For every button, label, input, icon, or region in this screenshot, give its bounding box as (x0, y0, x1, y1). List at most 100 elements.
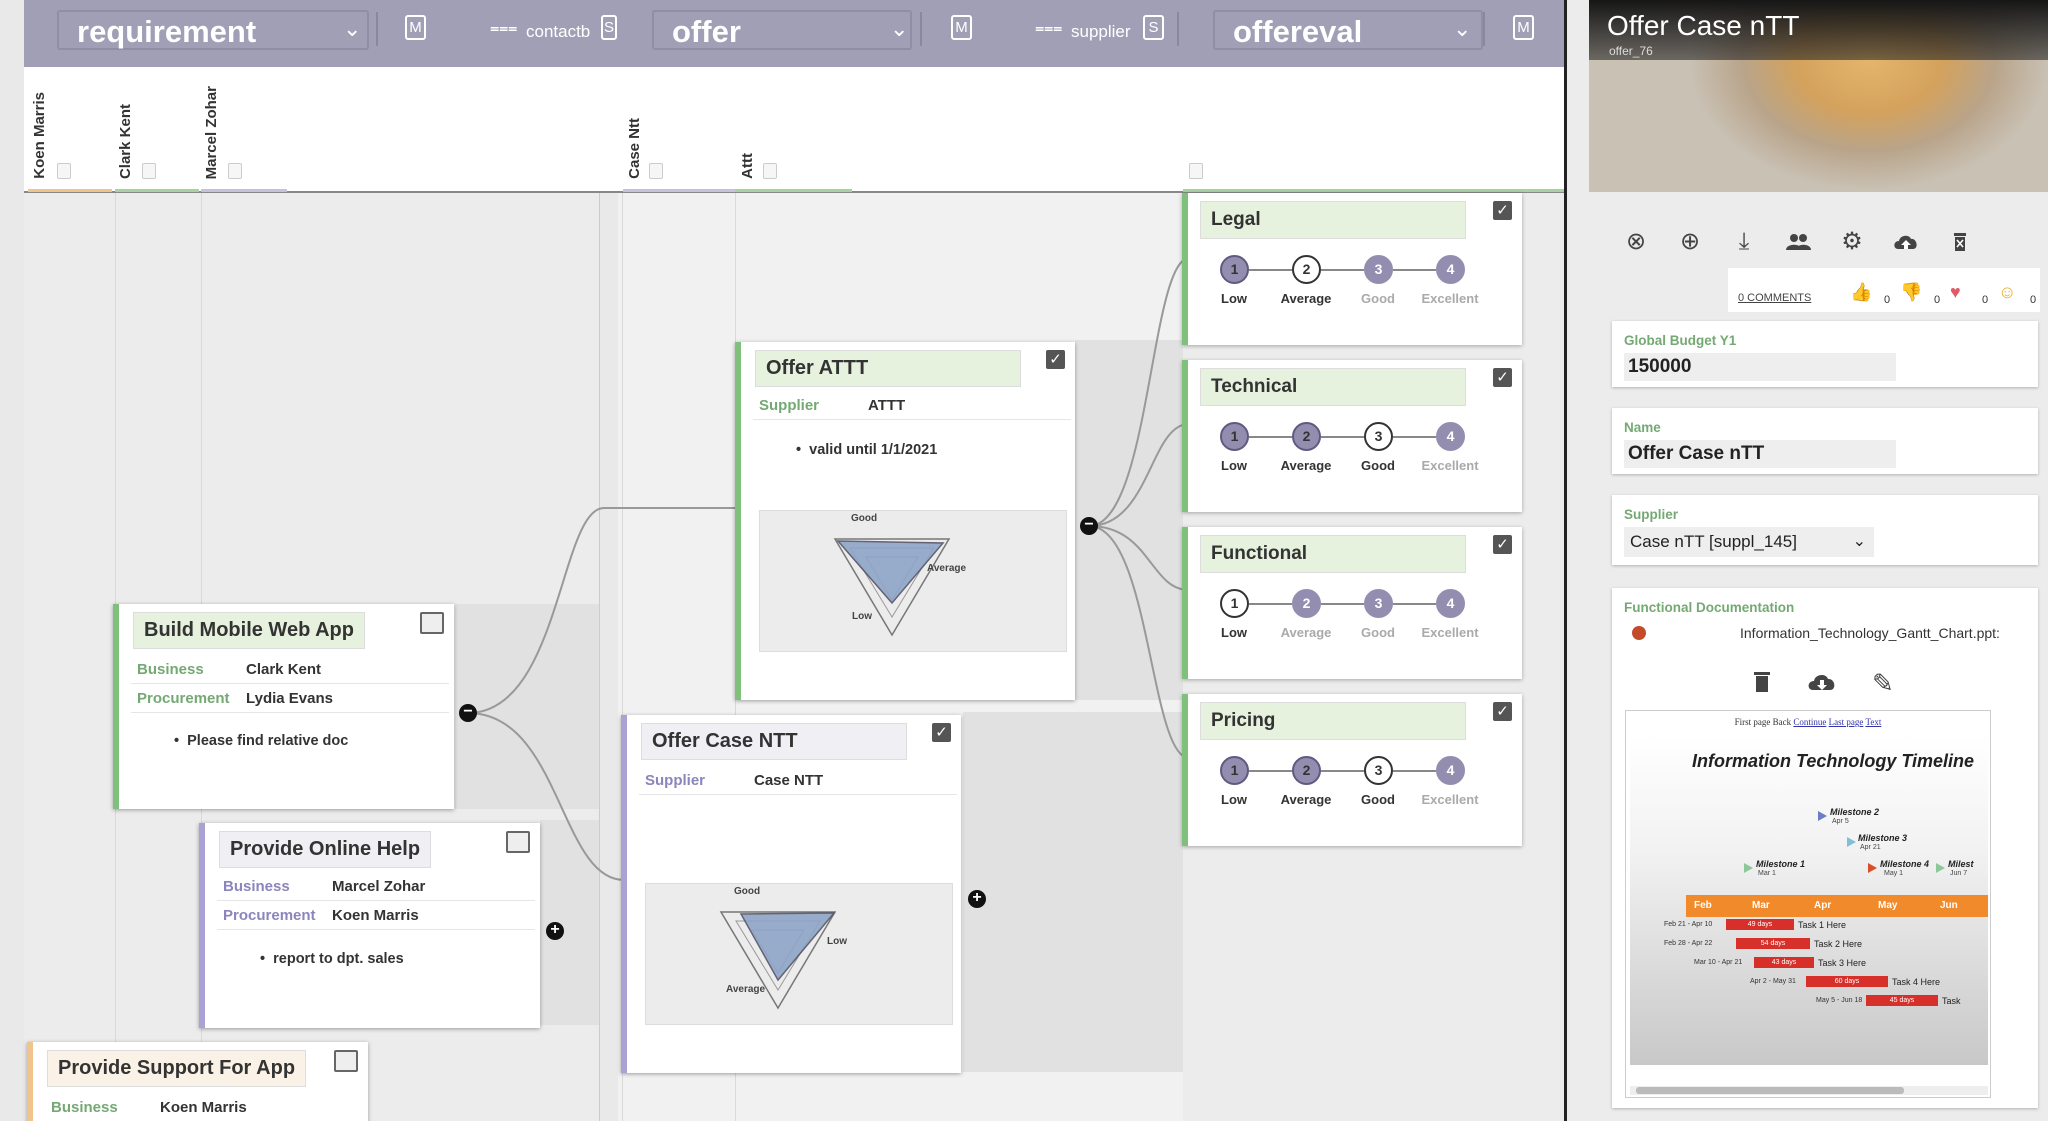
edit-pencil-icon[interactable]: ✎ (1872, 668, 1894, 698)
card-row-procurement: Procurement Koen Marris (217, 902, 535, 930)
rating-step[interactable]: 1 (1220, 589, 1249, 618)
checkbox-checked-icon[interactable]: ✓ (1493, 535, 1512, 554)
person-underline (623, 189, 735, 192)
mode-m-button[interactable]: M (951, 15, 972, 40)
filter-icon[interactable]: ⩶ (490, 20, 518, 37)
note-icon[interactable] (506, 831, 530, 853)
mode-s-button[interactable]: S (601, 15, 617, 40)
preview-scrollbar[interactable] (1630, 1086, 1988, 1095)
checkbox-checked-icon[interactable]: ✓ (932, 723, 951, 742)
users-icon[interactable] (1784, 228, 1812, 256)
scale-connector (1321, 436, 1364, 438)
expand-icon[interactable]: + (546, 922, 564, 940)
swimlane-line (115, 67, 116, 1121)
rating-label: Average (1280, 625, 1332, 640)
note-icon[interactable] (420, 612, 444, 634)
rating-step[interactable]: 2 (1292, 255, 1321, 284)
panel-title: Offer Case nTT (1607, 10, 1800, 41)
rating-step[interactable]: 3 (1364, 589, 1393, 618)
column-selector-offereval[interactable]: offereval ⌄ (1213, 10, 1483, 50)
checkbox-checked-icon[interactable]: ✓ (1493, 201, 1512, 220)
count-badge (57, 163, 71, 179)
checkbox-checked-icon[interactable]: ✓ (1046, 350, 1065, 369)
preview-nav-back: Back (1772, 717, 1792, 727)
mode-s-button[interactable]: S (1143, 15, 1164, 40)
download-icon[interactable]: ⤓ (1738, 228, 1750, 255)
row-band (455, 604, 599, 809)
scale-connector (1249, 436, 1292, 438)
card-provide-online-help[interactable]: Provide Online Help Business Marcel Zoha… (199, 823, 540, 1028)
task-bar: 43 days (1754, 957, 1814, 968)
delete-icon[interactable] (1946, 228, 1974, 256)
card-build-mobile-web-app[interactable]: Build Mobile Web App Business Clark Kent… (113, 604, 454, 809)
collapse-icon[interactable]: − (459, 704, 477, 722)
row-key: Supplier (759, 397, 820, 414)
gear-icon[interactable]: ⚙ (1841, 228, 1863, 255)
preview-nav-text[interactable]: Text (1865, 717, 1882, 727)
add-circle-icon[interactable]: ⊕ (1679, 228, 1701, 255)
close-circle-icon[interactable]: ⊗ (1625, 228, 1647, 255)
filter-icon[interactable]: ⩶ (1035, 20, 1063, 37)
checkbox-checked-icon[interactable]: ✓ (1493, 368, 1512, 387)
comments-link[interactable]: 0 COMMENTS (1738, 292, 1812, 304)
heart-icon[interactable]: ♥ (1950, 282, 1961, 302)
card-offer-case-ntt[interactable]: Offer Case NTT ✓ Supplier Case NTT Good … (621, 715, 961, 1073)
card-offer-attt[interactable]: Offer ATTT ✓ Supplier ATTT • valid until… (735, 342, 1075, 700)
rating-step[interactable]: 1 (1220, 255, 1249, 284)
card-provide-support-for-app[interactable]: Provide Support For App Business Koen Ma… (27, 1042, 368, 1121)
title-band (1589, 0, 2048, 60)
supplier-select[interactable]: Case nTT [suppl_145] ⌄ (1624, 527, 1874, 557)
rating-step[interactable]: 4 (1436, 422, 1465, 451)
scrollbar-thumb[interactable] (1636, 1087, 1904, 1094)
rating-step[interactable]: 1 (1220, 756, 1249, 785)
smiley-icon[interactable]: ☺ (1998, 282, 2017, 302)
checkbox-checked-icon[interactable]: ✓ (1493, 702, 1512, 721)
cloud-download-icon[interactable] (1806, 668, 1838, 703)
chevron-down-icon: ⌄ (1852, 533, 1866, 550)
task-range: Apr 2 - May 31 (1750, 978, 1796, 985)
cloud-upload-icon[interactable] (1892, 228, 1920, 256)
rating-step[interactable]: 4 (1436, 756, 1465, 785)
rating-step[interactable]: 2 (1292, 756, 1321, 785)
rating-label: Average (1280, 792, 1332, 807)
milestone-name: Milest (1948, 859, 1974, 869)
column-selector-offer[interactable]: offer ⌄ (652, 10, 912, 50)
card-note-bullet: • report to dpt. sales (260, 951, 404, 967)
thumbs-down-icon[interactable]: 👎 (1900, 282, 1923, 302)
preview-nav-continue[interactable]: Continue (1793, 717, 1827, 727)
rating-step[interactable]: 2 (1292, 589, 1321, 618)
rating-step[interactable]: 3 (1364, 255, 1393, 284)
rating-step[interactable]: 3 (1364, 422, 1393, 451)
rating-step[interactable]: 2 (1292, 422, 1321, 451)
mode-m-button[interactable]: M (405, 15, 426, 40)
thumbs-up-icon[interactable]: 👍 (1850, 282, 1873, 302)
rating-step[interactable]: 3 (1364, 756, 1393, 785)
note-icon[interactable] (334, 1050, 358, 1072)
radar-area (836, 540, 945, 605)
rating-step[interactable]: 4 (1436, 589, 1465, 618)
card-note-bullet: • valid until 1/1/2021 (796, 442, 938, 458)
radar-graphic (719, 911, 837, 1010)
file-name[interactable]: Information_Technology_Gantt_Chart.ppt: (1740, 625, 2000, 641)
collapse-icon[interactable]: − (1080, 517, 1098, 535)
document-preview[interactable]: First page Back Continue Last page Text … (1625, 710, 1991, 1098)
scale-connector (1321, 269, 1364, 271)
radar-outline (833, 538, 951, 637)
rating-step[interactable]: 1 (1220, 422, 1249, 451)
budget-input[interactable]: 150000 (1624, 353, 1896, 381)
rating-step[interactable]: 4 (1436, 255, 1465, 284)
milestone-name: Milestone 2 (1830, 807, 1880, 817)
name-input[interactable]: Offer Case nTT (1624, 440, 1896, 468)
expand-icon[interactable]: + (968, 890, 986, 908)
column-selector-requirement[interactable]: requirement ⌄ (57, 10, 369, 50)
trash-icon[interactable] (1750, 668, 1774, 703)
chevron-down-icon: ⌄ (890, 16, 909, 41)
preview-nav-last[interactable]: Last page (1828, 717, 1864, 727)
mode-m-button[interactable]: M (1513, 15, 1534, 40)
people-bar-offer: Case Ntt Attt (599, 67, 1183, 193)
person-underline (1183, 189, 1564, 192)
